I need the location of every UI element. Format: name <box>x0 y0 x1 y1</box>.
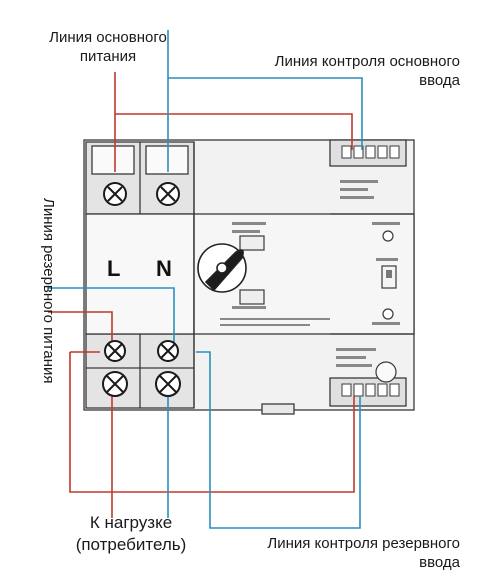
reserve-supply-label: Линия резервного питания <box>40 198 57 384</box>
reserve-window <box>239 289 265 305</box>
neutral-wires <box>48 30 363 529</box>
reserve-l-screw <box>104 340 126 362</box>
main-control-label: Линия контроля основного ввода <box>238 52 460 90</box>
main-supply-label: Линия основного питания <box>38 28 178 66</box>
main-supply-label-line1: Линия основного <box>49 29 167 46</box>
reserve-control-screws <box>341 383 400 397</box>
main-control-label-line2: ввода <box>419 72 460 89</box>
top-l-screw <box>103 182 127 206</box>
main-control-phase-wire <box>115 113 353 150</box>
reserve-supply-phase-wire <box>48 311 113 350</box>
load-l-screw <box>102 371 128 397</box>
top-n-screw <box>156 182 180 206</box>
reserve-n-screw <box>157 340 179 362</box>
main-control-neutral-wire <box>168 77 363 150</box>
device-print-marks <box>220 180 400 367</box>
main-supply-label-line2: питания <box>79 48 137 65</box>
reserve-control-label-line2: ввода <box>419 554 460 571</box>
reserve-supply-neutral-wire <box>48 287 175 350</box>
phase-wires <box>48 72 355 518</box>
ats-device <box>83 139 415 415</box>
din-clip <box>261 403 295 415</box>
reserve-indicator-led <box>382 308 394 320</box>
terminal-l-letter: L <box>107 256 120 281</box>
main-control-screws <box>341 145 400 159</box>
reserve-control-label-line1: Линия контроля резервного <box>267 535 460 552</box>
load-label-line2: (потребитель) <box>75 535 187 554</box>
main-control-label-line1: Линия контроля основного <box>274 53 460 70</box>
load-label-line1: К нагрузке <box>89 513 173 532</box>
main-window <box>239 235 265 251</box>
main-indicator-led <box>382 230 394 242</box>
ln-panel <box>85 213 195 335</box>
reserve-control-label: Линия контроля резервного ввода <box>232 534 460 572</box>
reserve-control-phase-wire <box>69 352 355 493</box>
terminal-n-letter: N <box>156 256 172 281</box>
load-n-screw <box>155 371 181 397</box>
indicator-lights <box>239 230 397 383</box>
reserve-control-neutral-wire <box>196 351 361 529</box>
dial <box>375 361 397 383</box>
load-label: К нагрузке (потребитель) <box>56 512 206 556</box>
power-terminals <box>102 182 181 397</box>
rotary-switch[interactable] <box>197 243 247 293</box>
